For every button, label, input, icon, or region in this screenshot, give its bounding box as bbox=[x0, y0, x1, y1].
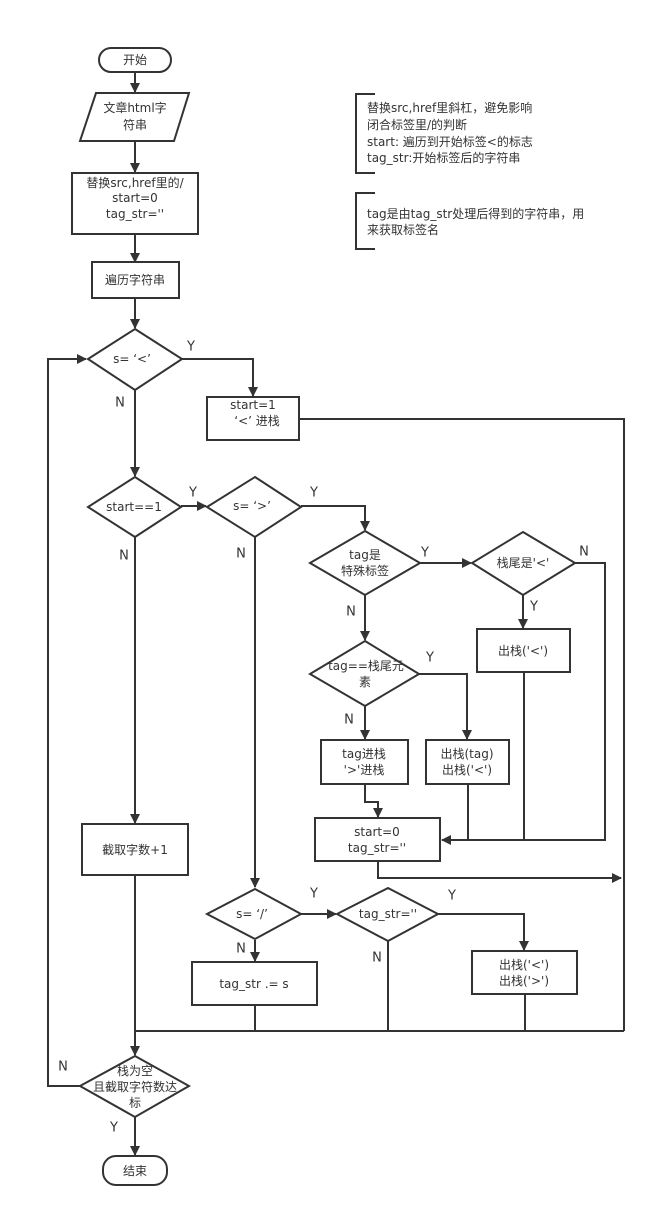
node-reset-line-2: tag_str='' bbox=[348, 841, 406, 855]
annotation-note-1: 替换src,href里斜杠，避免影响 闭合标签里/的判断 start: 遍历到开… bbox=[355, 93, 533, 174]
connectors bbox=[47, 72, 625, 1156]
node-init-line-2: start=0 bbox=[112, 191, 158, 205]
annotation-bracket bbox=[355, 93, 375, 174]
node-init: 替换src,href里的/ start=0 tag_str='' bbox=[71, 172, 199, 235]
node-init-line-1: 替换src,href里的/ bbox=[86, 175, 184, 190]
label-slash-no: N bbox=[236, 942, 246, 957]
node-end-check-line-2: 且截取字符数达 bbox=[93, 1079, 177, 1094]
label-tagstr-yes: Y bbox=[447, 889, 456, 904]
note-1-line-3: start: 遍历到开始标签<的标志 bbox=[367, 134, 533, 149]
node-pop-tag-line-2: 出栈('<') bbox=[442, 762, 492, 777]
node-is-slash: s= ‘/’ bbox=[204, 887, 304, 941]
node-end-text: 结束 bbox=[123, 1164, 147, 1178]
node-append: tag_str .= s bbox=[191, 961, 318, 1006]
annotation-bracket bbox=[355, 192, 375, 250]
node-end-check-line-3: 标 bbox=[129, 1096, 141, 1110]
node-is-lt: s= ‘<’ bbox=[86, 327, 184, 392]
node-pop-both-line-1: 出栈('<') bbox=[499, 957, 549, 972]
edge-tageq-yes bbox=[419, 673, 472, 740]
node-push-tag: tag进栈 '>'进栈 bbox=[320, 739, 409, 785]
label-tageq-no: N bbox=[344, 713, 354, 728]
node-push-lt-line-1: start=1 bbox=[230, 398, 276, 412]
label-special-yes: Y bbox=[420, 546, 429, 561]
label-start1-no: N bbox=[119, 549, 129, 564]
label-toplt-yes: Y bbox=[529, 600, 538, 615]
node-pop-tag: 出栈(tag) 出栈('<') bbox=[425, 739, 510, 785]
node-tag-str-empty: tag_str='' bbox=[334, 886, 441, 943]
node-start-text: 开始 bbox=[123, 53, 147, 67]
label-isgt-yes: Y bbox=[309, 486, 318, 501]
node-end-check: 栈为空 且截取字符数达 标 bbox=[77, 1054, 192, 1119]
node-reset-line-1: start=0 bbox=[354, 825, 400, 839]
node-is-special: tag是 特殊标签 bbox=[308, 529, 422, 597]
node-append-text: tag_str .= s bbox=[219, 977, 288, 991]
node-tag-eq-top-line-2: 素 bbox=[359, 675, 371, 689]
label-islt-yes: Y bbox=[186, 340, 195, 355]
label-tageq-yes: Y bbox=[425, 651, 434, 666]
node-push-lt-line-2: ‘<’ 进栈 bbox=[234, 413, 280, 428]
node-start-eq-1: start==1 bbox=[86, 475, 183, 539]
note-1-line-1: 替换src,href里斜杠，避免影响 bbox=[367, 100, 532, 115]
edge-endcheck-no bbox=[47, 354, 87, 1087]
label-endcheck-no: N bbox=[58, 1060, 68, 1075]
node-end: 结束 bbox=[102, 1155, 168, 1186]
edge-pushlt-loop bbox=[299, 418, 625, 1031]
node-push-tag-line-1: tag进栈 bbox=[342, 746, 386, 761]
node-traverse-text: 遍历字符串 bbox=[105, 272, 165, 287]
note-1-line-4: tag_str:开始标签后的字符串 bbox=[367, 150, 520, 165]
node-input-line-1: 文章html字 bbox=[103, 100, 166, 115]
node-input-line-2: 符串 bbox=[123, 117, 147, 132]
node-stack-top-lt: 栈尾是'<' bbox=[470, 530, 577, 597]
node-tag-eq-top: tag==栈尾元 素 bbox=[308, 639, 421, 708]
edge-labels: Y N Y N Y N Y N N Y Y N Y N Y N N Y bbox=[58, 340, 589, 1136]
node-start: 开始 bbox=[98, 47, 172, 73]
node-pop-tag-line-1: 出栈(tag) bbox=[440, 746, 493, 761]
label-toplt-no: N bbox=[579, 545, 589, 560]
edge-pushtag-reset bbox=[364, 784, 383, 818]
node-push-lt: start=1 ‘<’ 进栈 bbox=[206, 396, 300, 441]
label-tagstr-no: N bbox=[372, 951, 382, 966]
edge-islt-yes bbox=[182, 358, 258, 397]
node-end-check-line-1: 栈为空 bbox=[117, 1063, 153, 1078]
node-is-lt-text: s= ‘<’ bbox=[113, 352, 151, 366]
edge-tagstr-yes bbox=[438, 913, 529, 951]
node-pop-both: 出栈('<') 出栈('>') bbox=[471, 950, 578, 995]
node-stack-top-lt-text: 栈尾是'<' bbox=[497, 555, 550, 570]
node-traverse: 遍历字符串 bbox=[91, 261, 180, 299]
label-islt-no: N bbox=[115, 396, 125, 411]
label-slash-yes: Y bbox=[309, 887, 318, 902]
node-reset: start=0 tag_str='' bbox=[314, 817, 441, 862]
note-2-line-2: 来获取标签名 bbox=[367, 222, 439, 237]
node-is-special-line-2: 特殊标签 bbox=[341, 563, 389, 578]
node-pop-lt: 出栈('<') bbox=[476, 628, 571, 673]
node-tag-str-empty-text: tag_str='' bbox=[359, 907, 417, 921]
label-start1-yes: Y bbox=[188, 486, 197, 501]
node-is-gt-text: s= ‘>’ bbox=[233, 499, 271, 513]
label-special-no: N bbox=[346, 605, 356, 620]
node-init-line-3: tag_str='' bbox=[106, 207, 164, 221]
node-pop-both-line-2: 出栈('>') bbox=[499, 973, 549, 988]
note-1-line-2: 闭合标签里/的判断 bbox=[367, 117, 467, 132]
node-is-slash-text: s= ‘/’ bbox=[236, 907, 268, 921]
node-start-eq-1-text: start==1 bbox=[106, 500, 162, 514]
annotation-note-2: tag是由tag_str处理后得到的字符串，用 来获取标签名 bbox=[355, 192, 584, 250]
label-endcheck-yes: Y bbox=[109, 1121, 118, 1136]
node-count: 截取字数+1 bbox=[81, 823, 189, 876]
node-is-special-line-1: tag是 bbox=[349, 548, 381, 562]
edge-reset-loop bbox=[377, 861, 622, 883]
node-is-gt: s= ‘>’ bbox=[205, 475, 303, 539]
label-isgt-no: N bbox=[236, 547, 246, 562]
node-push-tag-line-2: '>'进栈 bbox=[344, 762, 385, 777]
node-pop-lt-text: 出栈('<') bbox=[498, 643, 548, 658]
node-count-text: 截取字数+1 bbox=[102, 842, 168, 857]
node-tag-eq-top-line-1: tag==栈尾元 bbox=[328, 658, 404, 673]
edge-isgt-yes bbox=[301, 505, 370, 531]
node-input: 文章html字 符串 bbox=[78, 92, 191, 142]
note-2-line-1: tag是由tag_str处理后得到的字符串，用 bbox=[367, 206, 584, 221]
